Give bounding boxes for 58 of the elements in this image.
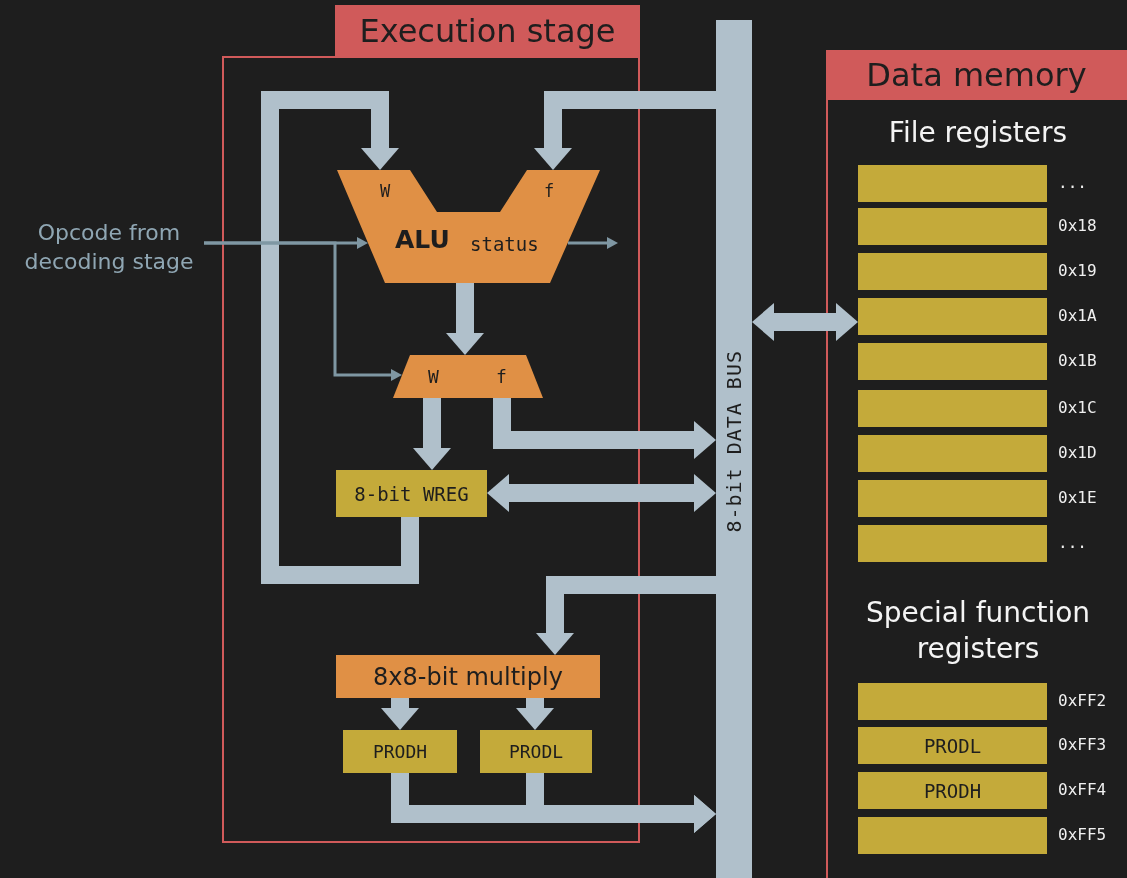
memory-panel <box>826 50 1127 878</box>
address-label: ... <box>1058 174 1087 192</box>
bus-label: 8-bit DATA BUS <box>723 350 745 533</box>
register-bar <box>858 435 1047 472</box>
bus-arrow <box>534 91 716 170</box>
register-bar <box>858 165 1047 202</box>
bus-arrow <box>536 576 716 655</box>
address-label: 0x18 <box>1058 217 1097 235</box>
data-bus-bar <box>716 20 752 878</box>
register-bar <box>858 390 1047 427</box>
signal-arrow <box>204 241 402 381</box>
port-label: f <box>544 182 555 201</box>
address-label: 0xFF4 <box>1058 781 1107 799</box>
address-label: 0xFF2 <box>1058 692 1107 710</box>
address-label: ... <box>1058 534 1087 552</box>
port-label: W <box>380 182 391 201</box>
section-title: Special function registers <box>864 595 1092 667</box>
register-bar <box>858 253 1047 290</box>
address-label: 0x1A <box>1058 307 1097 325</box>
alu-trapezoid <box>337 170 600 283</box>
opcode-label: Opcode from decoding stage <box>14 218 204 278</box>
port-label: f <box>496 367 507 387</box>
register-bar <box>858 817 1047 854</box>
register-bar <box>858 480 1047 517</box>
bus-arrow <box>752 303 858 341</box>
alu-label: ALU <box>395 226 450 254</box>
mux-trapezoid <box>393 355 543 398</box>
register-bar: PRODL <box>858 727 1047 764</box>
address-label: 0x1B <box>1058 352 1097 370</box>
address-label: 0xFF3 <box>1058 736 1107 754</box>
register-bar <box>858 525 1047 562</box>
register-box: PRODH <box>343 730 457 773</box>
bus-arrow <box>526 773 716 833</box>
port-label: W <box>428 367 439 387</box>
section-heading: Execution stage <box>335 5 640 56</box>
multiplier-box: 8x8-bit multiply <box>336 655 600 698</box>
address-label: 0xFF5 <box>1058 826 1107 844</box>
register-bar <box>858 683 1047 720</box>
address-label: 0x1C <box>1058 399 1097 417</box>
address-label: 0x1E <box>1058 489 1097 507</box>
bus-arrow <box>487 474 716 512</box>
bus-arrow <box>381 698 419 730</box>
section-heading: Data memory <box>826 50 1127 100</box>
register-bar <box>858 208 1047 245</box>
section-title: File registers <box>887 115 1069 151</box>
register-bar <box>858 298 1047 335</box>
register-bar <box>858 343 1047 380</box>
bus-arrow <box>446 283 484 355</box>
bus-arrow <box>516 698 554 730</box>
register-bar: PRODH <box>858 772 1047 809</box>
stage-frame <box>222 5 640 843</box>
status-label: status <box>470 234 539 255</box>
register-box: PRODL <box>480 730 592 773</box>
bus-arrow <box>413 398 451 470</box>
register-box: 8-bit WREG <box>336 470 487 517</box>
address-label: 0x19 <box>1058 262 1097 280</box>
address-label: 0x1D <box>1058 444 1097 462</box>
signal-arrow <box>568 237 618 249</box>
